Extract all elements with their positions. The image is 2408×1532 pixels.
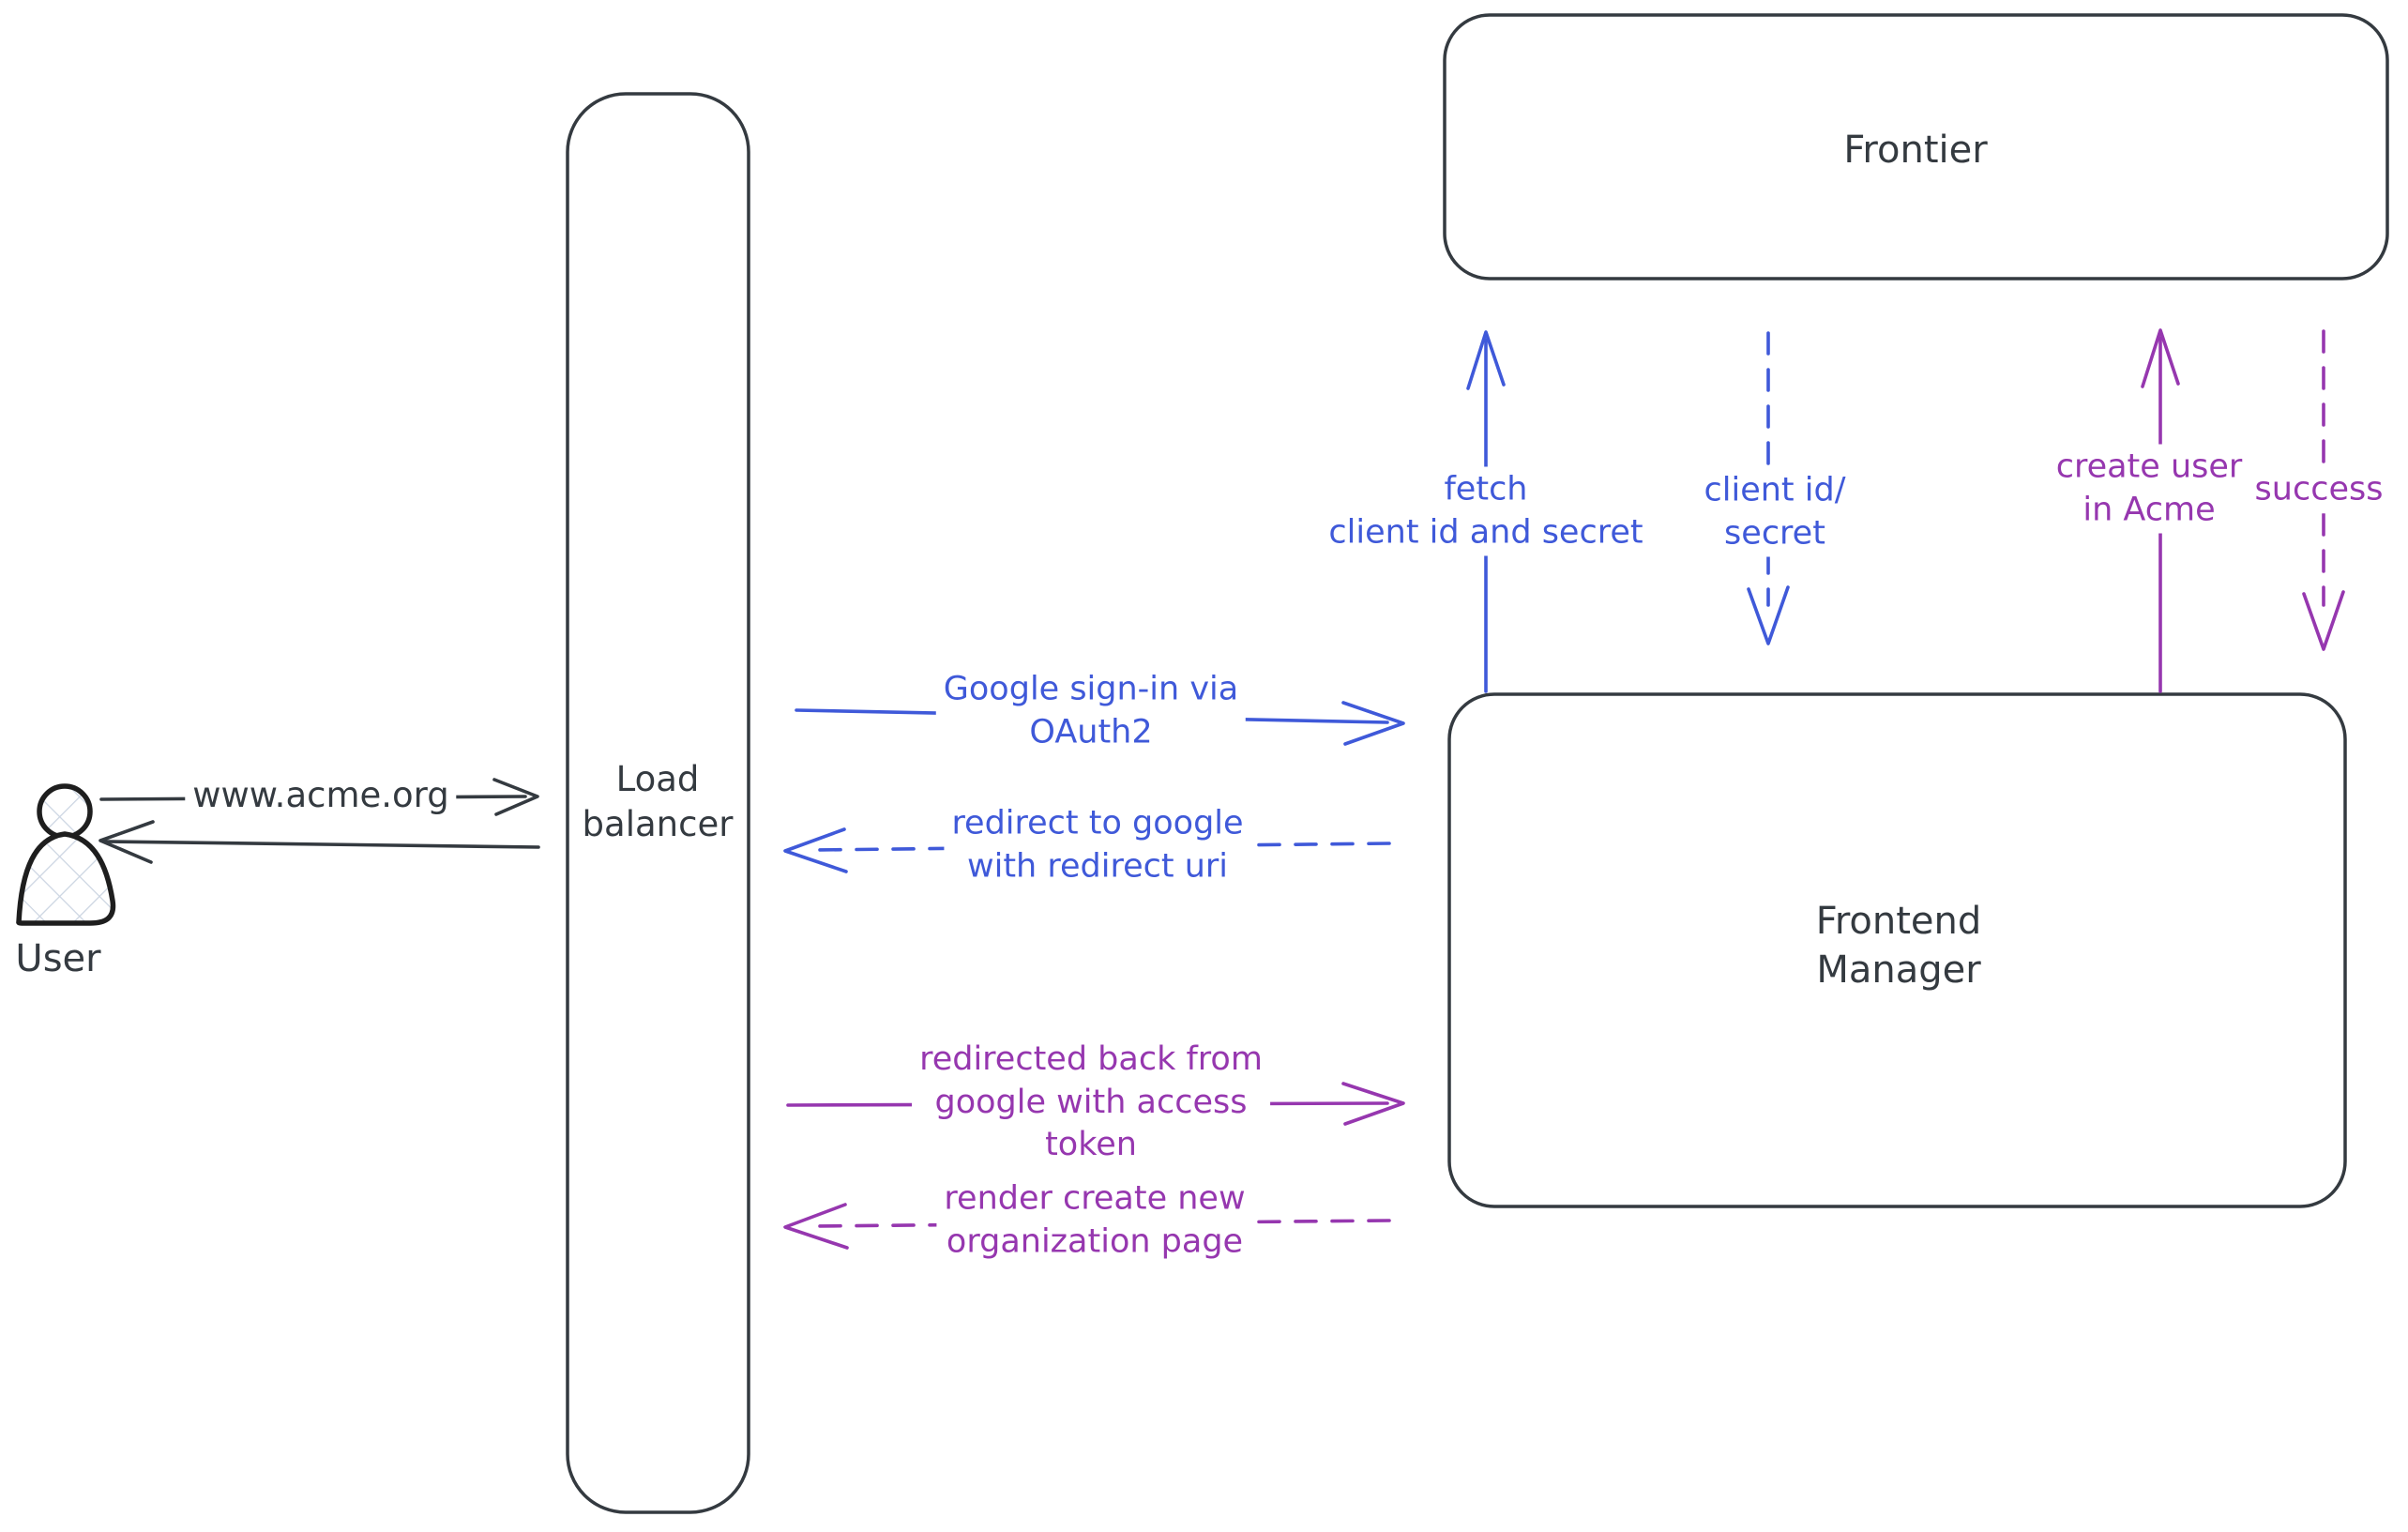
user-label: User <box>15 937 101 980</box>
user-figure <box>16 783 116 926</box>
arrow-redirect-google <box>783 827 1391 873</box>
frontier-box <box>1443 13 2389 281</box>
load-balancer-box <box>566 92 750 1514</box>
client-id-secret-label: client id/ secret <box>1696 467 1854 557</box>
google-signin-label: Google sign-in via OAuth2 <box>935 666 1247 756</box>
fetch-client-label: fetch client id and secret <box>1321 466 1651 556</box>
arrow-success <box>2302 329 2345 651</box>
frontend-manager-label: Frontend Manager <box>1815 900 1982 992</box>
arrow-render-org-page <box>783 1203 1391 1250</box>
render-org-page-label: render create new organization page <box>936 1176 1253 1266</box>
arrow-client-id-secret <box>1747 331 1790 645</box>
create-user-label: create user in Acme <box>2048 444 2250 534</box>
redirected-back-label: redirected back from google with access … <box>912 1036 1270 1169</box>
frontier-label: Frontier <box>1843 129 1988 172</box>
user-head <box>37 783 93 840</box>
frontend-manager-box <box>1447 692 2347 1208</box>
arrow-return-to-user <box>98 820 540 864</box>
redirect-google-label: redirect to google with redirect uri <box>944 800 1251 890</box>
user-body <box>16 831 116 926</box>
success-label: success <box>2247 466 2391 513</box>
load-balancer-label: Load balancer <box>582 758 734 844</box>
www-acme-label: www.acme.org <box>185 770 457 821</box>
